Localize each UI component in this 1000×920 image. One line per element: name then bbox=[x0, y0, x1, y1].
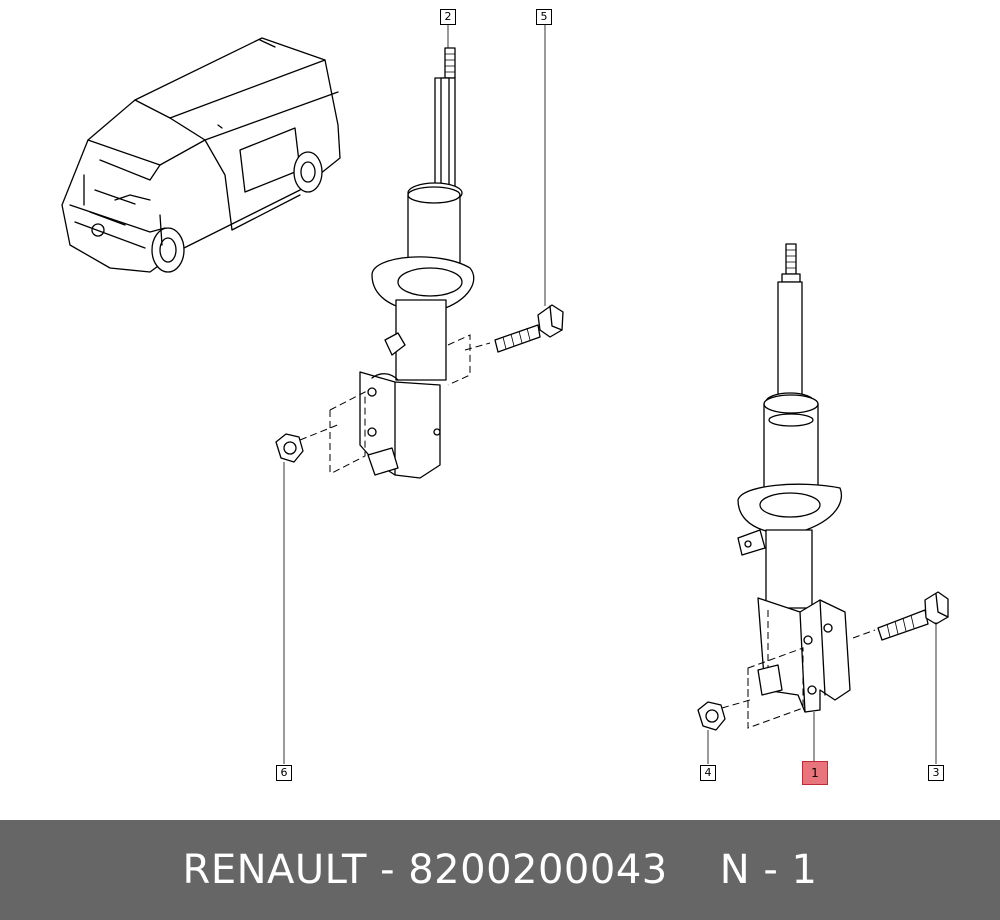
parts-diagram bbox=[61, 25, 949, 764]
callout-3: 3 bbox=[928, 765, 944, 781]
nut-6-illustration bbox=[275, 433, 304, 764]
callout-4: 4 bbox=[700, 765, 716, 781]
quantity-label: N - 1 bbox=[719, 847, 818, 893]
callout-5: 5 bbox=[536, 9, 552, 25]
callout-1-highlighted[interactable]: 1 bbox=[802, 761, 828, 785]
bolt-5-illustration bbox=[494, 25, 564, 353]
nut-4-illustration bbox=[697, 701, 726, 764]
part-number-label: RENAULT - 8200200043 bbox=[182, 847, 668, 893]
callout-2: 2 bbox=[440, 9, 456, 25]
van-illustration bbox=[61, 37, 341, 273]
strut-upper-illustration bbox=[299, 47, 491, 479]
callout-6: 6 bbox=[276, 765, 292, 781]
strut-lower-illustration bbox=[721, 243, 876, 729]
part-number-footer: RENAULT - 8200200043 N - 1 bbox=[0, 820, 1000, 920]
bolt-3-illustration bbox=[877, 591, 949, 764]
